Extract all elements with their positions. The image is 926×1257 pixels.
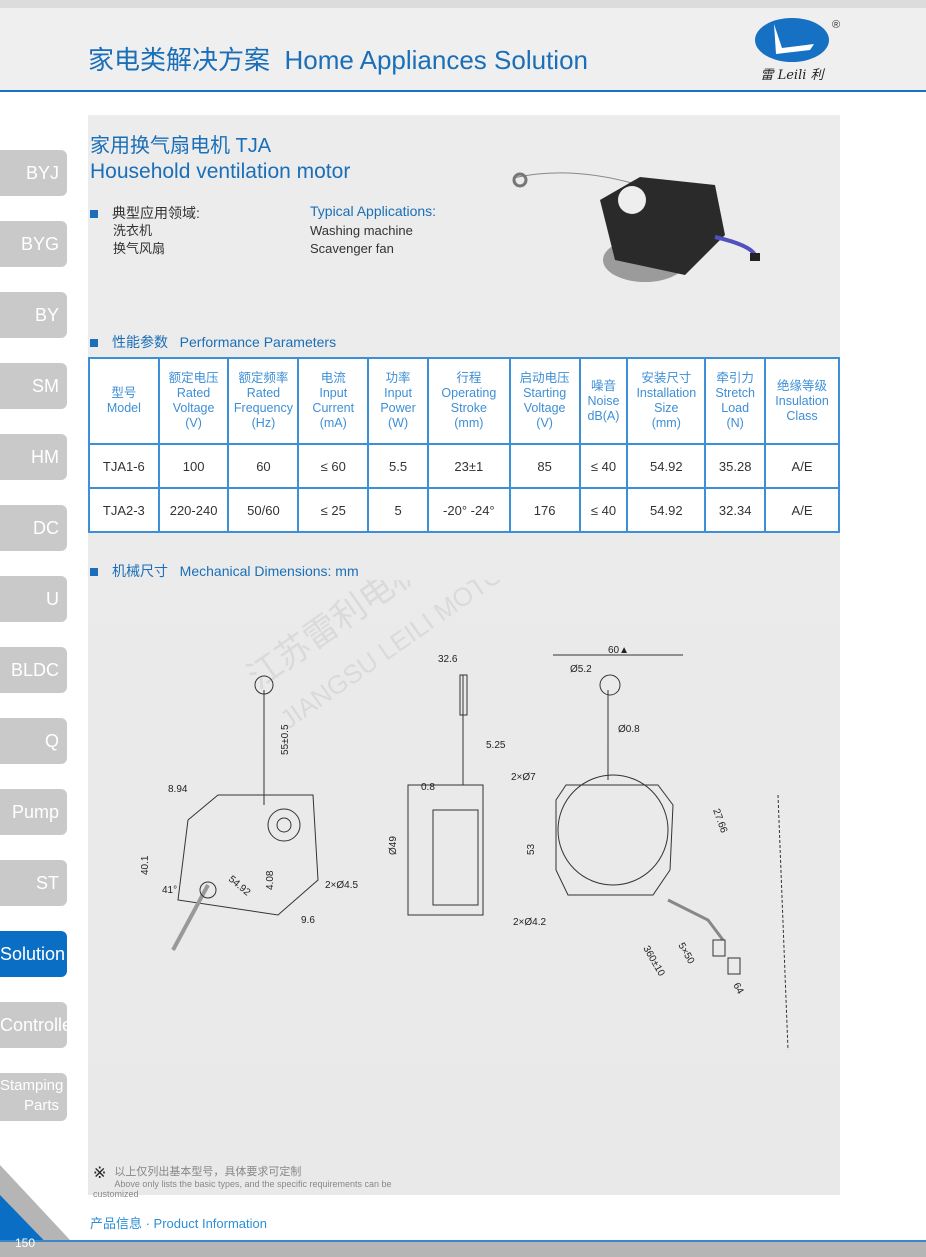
table-cell: TJA2-3 [88,487,160,533]
table-cell: 85 [508,443,581,489]
svg-text:41°: 41° [162,885,177,896]
table-cell: ≤ 40 [578,443,629,489]
sidebar-tab-q[interactable]: Q [0,718,67,764]
sidebar-tab-u[interactable]: U [0,576,67,622]
svg-text:2×Ø7: 2×Ø7 [511,772,536,783]
svg-text:5×50: 5×50 [675,941,696,966]
svg-text:32.6: 32.6 [438,654,458,665]
table-cell: TJA1-6 [88,443,160,489]
performance-heading: 性能参数 Performance Parameters [90,332,336,352]
svg-text:360±10: 360±10 [640,944,666,979]
table-cell: ≤ 25 [297,487,370,533]
table-cell: 54.92 [626,487,707,533]
table-cell: ≤ 40 [578,487,629,533]
table-cell: 35.28 [704,443,767,489]
svg-text:®: ® [832,19,840,31]
mechanical-drawing: 江苏雷利电机股份有限公司JIANGSU LEILI MOTOR CO., LTD… [140,580,789,1051]
sidebar-tab-dc[interactable]: DC [0,505,67,551]
svg-text:2×Ø4.5: 2×Ø4.5 [325,880,359,891]
svg-text:Ø0.8: Ø0.8 [618,724,640,735]
sidebar-tab-byj[interactable]: BYJ [0,150,67,196]
svg-text:4.08: 4.08 [265,870,276,890]
dimensions-heading: 机械尺寸 Mechanical Dimensions: mm [90,561,359,581]
svg-text:54.92: 54.92 [226,874,253,899]
table-cell: 100 [157,443,230,489]
svg-text:27.66: 27.66 [710,807,729,835]
svg-text:40.1: 40.1 [140,855,151,875]
table-cell: 5.5 [367,443,429,489]
sidebar-tab-pump[interactable]: Pump [0,789,67,835]
table-cell: 23±1 [426,443,511,489]
table-cell: 60 [227,443,300,489]
page-number: 150 [15,1236,36,1250]
content-panel [88,115,840,1195]
svg-text:64: 64 [730,981,745,997]
sidebar-tab-sm[interactable]: SM [0,363,67,409]
table-cell: 50/60 [227,487,300,533]
table-cell: -20° -24° [426,487,511,533]
footer-bar [0,1240,926,1257]
dimension-labels: 55±0.5 8.94 40.1 41° 54.92 4.08 2×Ø4.5 9… [140,645,746,997]
sidebar-tab-by[interactable]: BY [0,292,67,338]
sidebar-tab-byg[interactable]: BYG [0,221,67,267]
product-photo [512,172,760,282]
sidebar-tab-st[interactable]: ST [0,860,67,906]
sidebar-tab-hm[interactable]: HM [0,434,67,480]
table-cell: 32.34 [704,487,767,533]
table-cell: 5 [367,487,429,533]
logo-text: 雷 Leili 利 [760,68,824,83]
svg-text:2×Ø4.2: 2×Ø4.2 [513,917,547,928]
svg-text:8.94: 8.94 [168,784,188,795]
svg-text:9.6: 9.6 [301,915,315,926]
table-cell: 176 [508,487,581,533]
page-title: 家电类解决方案 Home Appliances Solution [88,45,588,75]
table-cell: A/E [764,487,840,533]
table-cell: 220-240 [157,487,230,533]
svg-text:60▲: 60▲ [608,645,629,656]
svg-text:Ø5.2: Ø5.2 [570,664,592,675]
applications-heading: 典型应用领域: [90,203,200,223]
footer-label: 产品信息 · Product Information [90,1216,267,1231]
table-cell: ≤ 60 [297,443,370,489]
svg-text:55±0.5: 55±0.5 [280,724,291,755]
sidebar-tab-solution[interactable]: Solution [0,931,67,977]
svg-text:5.25: 5.25 [486,740,506,751]
sidebar-tab-stamping-parts[interactable]: Stamping Parts [0,1073,67,1121]
sidebar-tab-controller[interactable]: Controller [0,1002,78,1048]
table-cell: A/E [764,443,840,489]
svg-text:53: 53 [526,843,537,855]
leili-logo: ® [755,18,840,62]
watermark: 江苏雷利电机股份有限公司JIANGSU LEILI MOTOR CO., LTD [241,580,619,735]
applications-heading-en: Typical Applications: [310,203,437,219]
applications-list-cn: 洗衣机换气风扇 [113,223,166,256]
svg-text:0.8: 0.8 [421,782,435,793]
svg-text:Ø49: Ø49 [388,836,399,855]
table-cell: 54.92 [626,443,707,489]
sidebar-tab-bldc[interactable]: BLDC [0,647,67,693]
